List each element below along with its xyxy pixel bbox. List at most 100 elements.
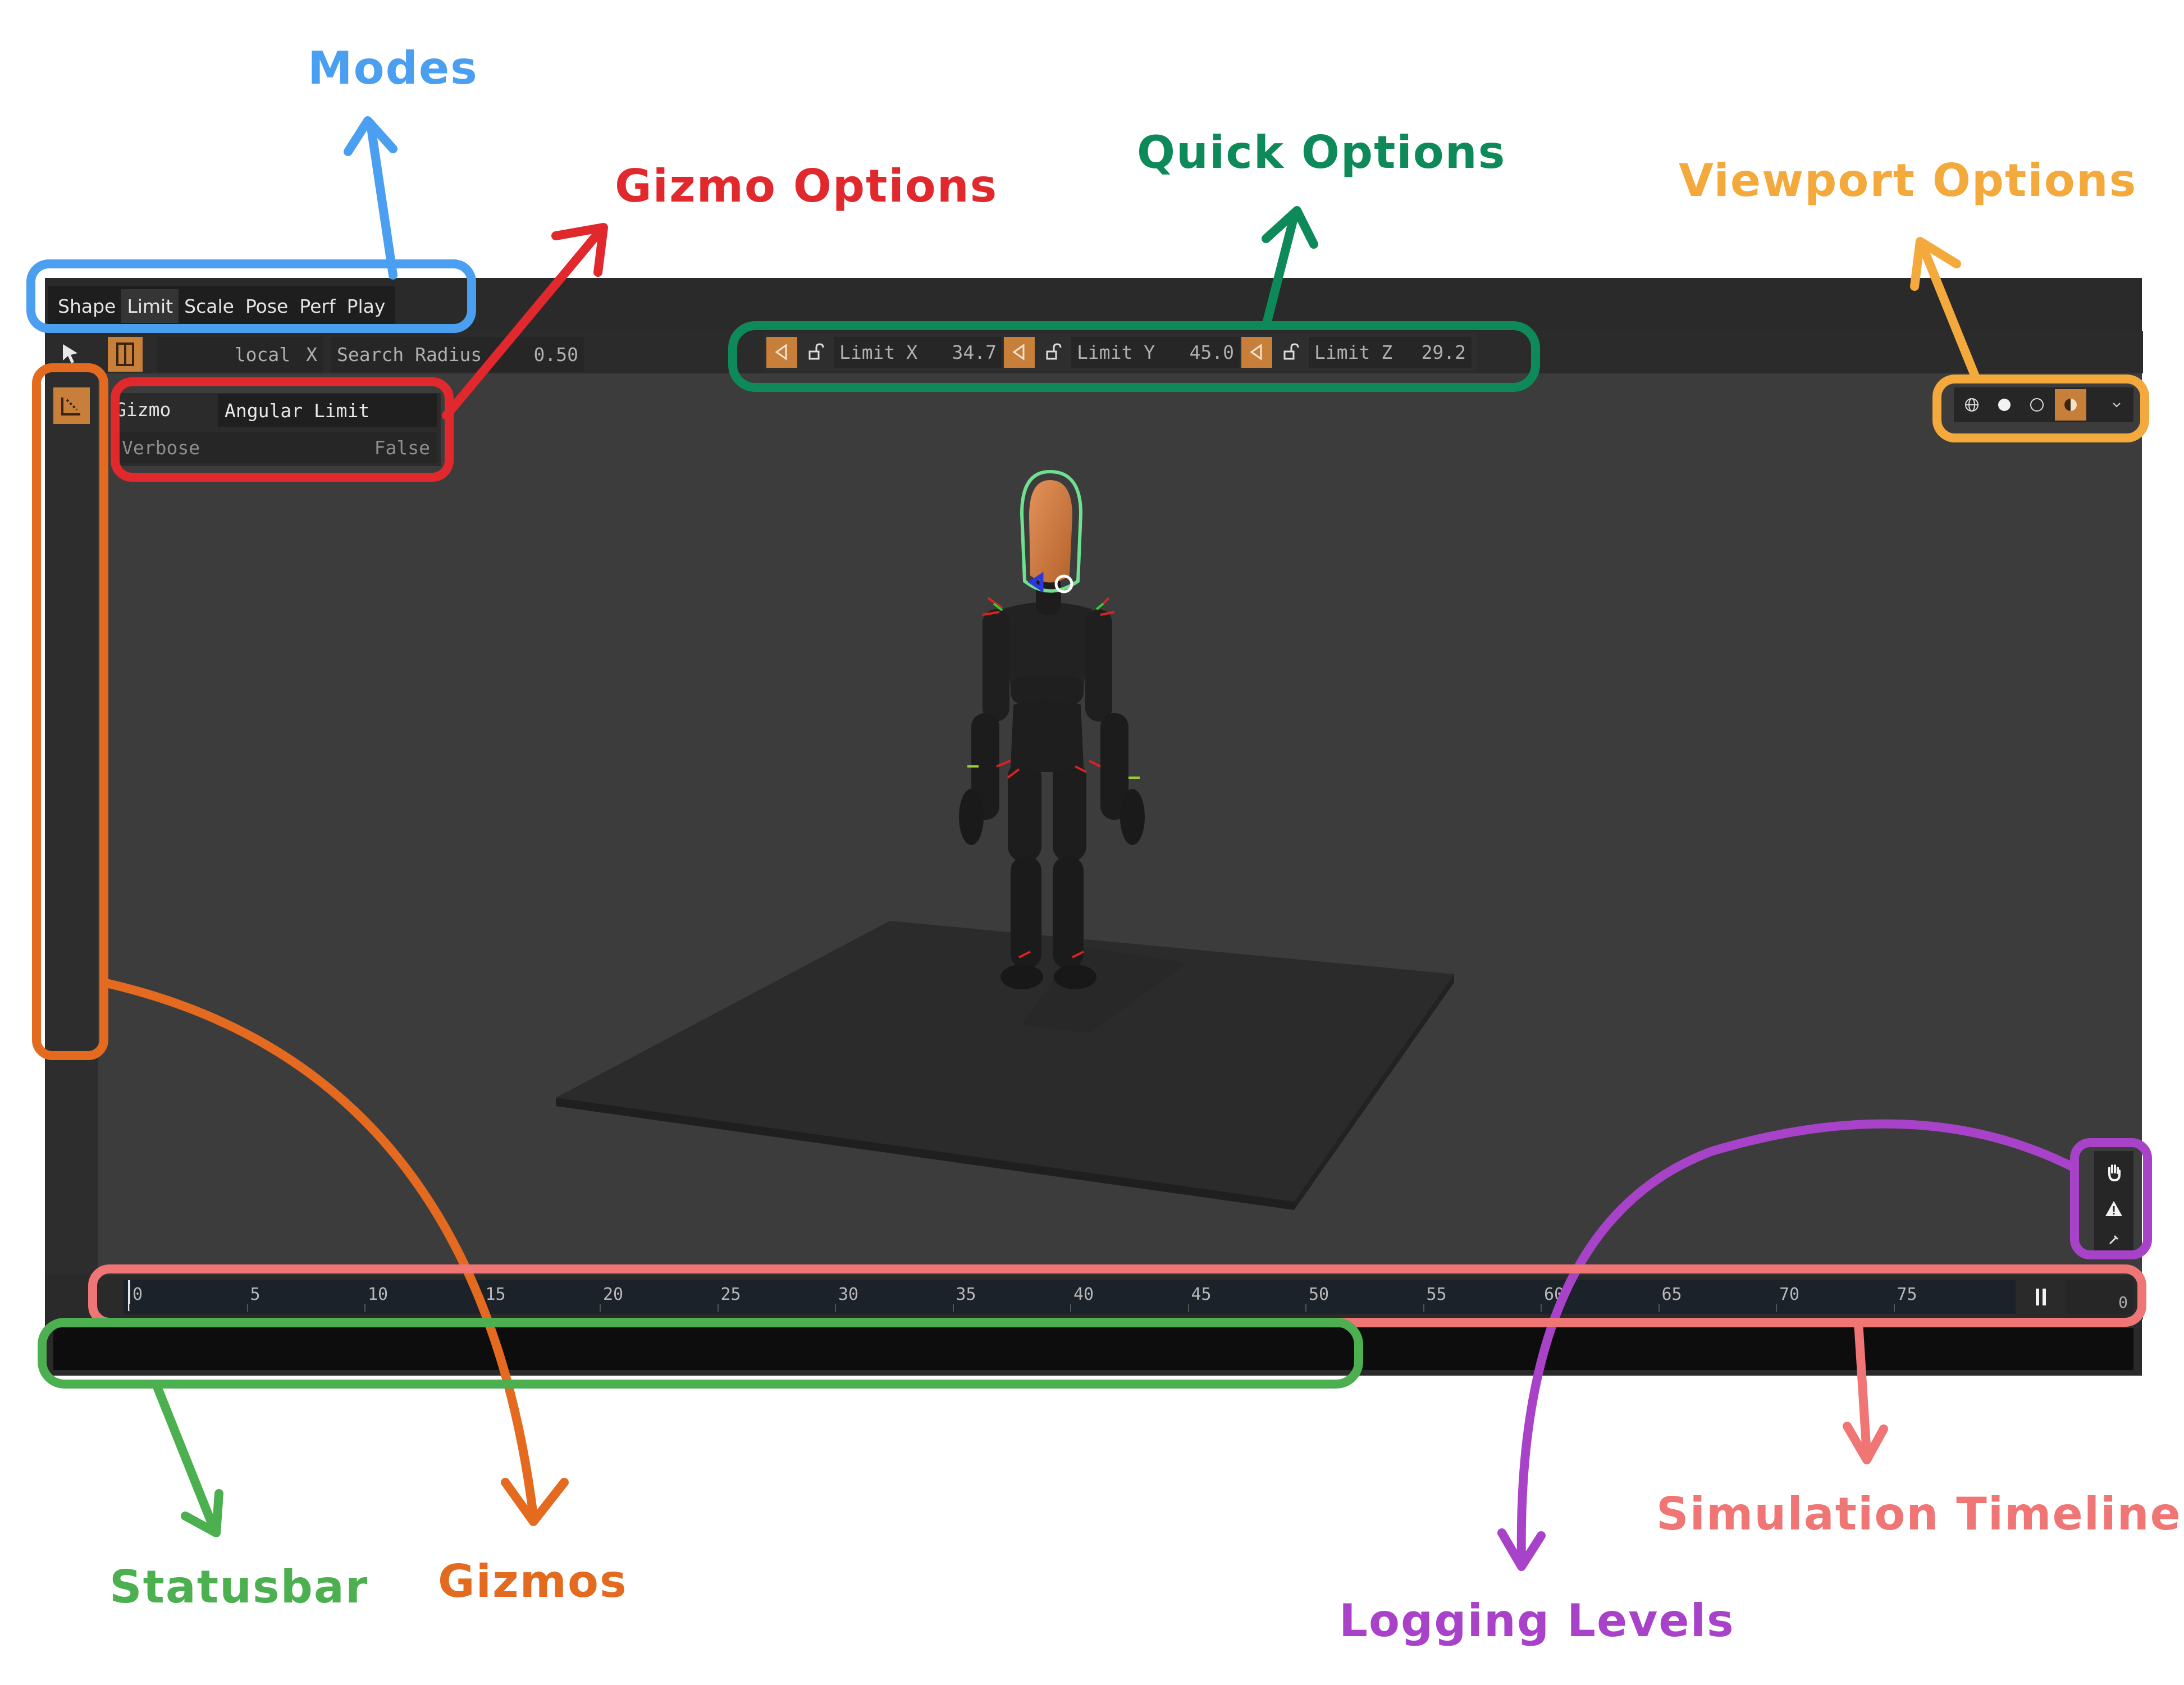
angular-limit-gizmo-button[interactable] xyxy=(53,387,90,424)
timeline-tick-mark xyxy=(1541,1304,1542,1312)
modes-label: Modes xyxy=(308,42,478,94)
hand-icon[interactable] xyxy=(2097,1157,2131,1188)
search-radius-label: Search Radius xyxy=(337,343,482,366)
limit-z-reset-button[interactable] xyxy=(1241,337,1272,368)
mode-shape[interactable]: Shape xyxy=(58,295,116,317)
gizmo-label: Gizmo xyxy=(115,399,171,421)
timeline-tick: 0 xyxy=(132,1285,143,1304)
timeline-tick: 20 xyxy=(603,1285,624,1304)
mode-scale[interactable]: Scale xyxy=(184,295,234,317)
unlock-icon xyxy=(1283,343,1299,360)
unlock-icon xyxy=(1046,343,1062,360)
solid-icon[interactable] xyxy=(1990,390,2019,419)
select-tool-button[interactable] xyxy=(56,340,84,368)
chevron-down-icon[interactable] xyxy=(2100,390,2133,419)
limit-z-lock-button[interactable] xyxy=(1275,337,1306,368)
cursor-arrow-icon xyxy=(63,344,77,363)
mode-bar: Shape Limit Scale Pose Perf Play xyxy=(48,286,396,326)
triangle-left-icon xyxy=(775,344,787,360)
limit-y-label: Limit Y xyxy=(1077,341,1155,363)
search-radius-field[interactable]: Search Radius 0.50 xyxy=(331,337,584,372)
limit-y-reset-button[interactable] xyxy=(1004,337,1035,368)
mannequin-figure[interactable] xyxy=(959,469,1145,989)
timeline-tick-mark xyxy=(129,1304,130,1312)
timeline-tick-mark xyxy=(1070,1304,1071,1312)
limit-z-field[interactable]: Limit Z 29.2 xyxy=(1309,337,1472,368)
mode-perf[interactable]: Perf xyxy=(299,295,336,317)
pause-icon xyxy=(2036,1289,2046,1305)
pause-button[interactable] xyxy=(2021,1280,2060,1314)
gizmos-label: Gizmos xyxy=(438,1555,628,1608)
shaded-icon[interactable] xyxy=(2022,390,2052,419)
limit-z-value: 29.2 xyxy=(1421,341,1466,363)
verbose-toggle[interactable]: Verbose False xyxy=(115,432,437,463)
frame-counter[interactable]: 0 xyxy=(2066,1280,2133,1314)
limit-z-label: Limit Z xyxy=(1314,341,1393,363)
viewport-options-bar xyxy=(1954,387,2133,422)
search-radius-value: 0.50 xyxy=(533,343,578,366)
timeline-tick: 45 xyxy=(1191,1285,1212,1304)
timeline-tick: 75 xyxy=(1897,1285,1917,1304)
simulation-timeline-highlight xyxy=(88,1264,2146,1327)
limit-y-field[interactable]: Limit Y 45.0 xyxy=(1071,337,1240,368)
timeline-tick: 70 xyxy=(1779,1285,1800,1304)
wireframe-icon[interactable] xyxy=(1957,390,1986,419)
limit-x-field[interactable]: Limit X 34.7 xyxy=(834,337,1002,368)
timeline-tick: 10 xyxy=(368,1285,389,1304)
timeline-tick-mark xyxy=(600,1304,601,1312)
limit-x-reset-button[interactable] xyxy=(766,337,797,368)
material-icon[interactable] xyxy=(2055,389,2086,421)
verbose-value: False xyxy=(374,437,430,459)
timeline-tick: 35 xyxy=(956,1285,976,1304)
mode-limit[interactable]: Limit xyxy=(121,289,179,323)
status-bar xyxy=(53,1328,2133,1370)
modes-highlight xyxy=(26,259,476,333)
mode-pose[interactable]: Pose xyxy=(245,295,289,317)
simulation-timeline[interactable] xyxy=(124,1280,2016,1314)
timeline-tick: 40 xyxy=(1073,1285,1094,1304)
timeline-tick-mark xyxy=(1658,1304,1660,1312)
limit-x-label: Limit X xyxy=(839,341,918,363)
timeline-playhead[interactable] xyxy=(128,1280,130,1311)
limit-y-lock-button[interactable] xyxy=(1038,337,1068,368)
floor-platform xyxy=(556,921,1454,1202)
timeline-tick: 65 xyxy=(1661,1285,1682,1304)
tools-icon[interactable] xyxy=(2097,1227,2131,1252)
unlock-icon xyxy=(808,343,824,360)
timeline-tick-mark xyxy=(1776,1304,1777,1312)
angle-gizmo-icon xyxy=(61,398,80,415)
limit-y-value: 45.0 xyxy=(1189,341,1234,363)
mode-play[interactable]: Play xyxy=(346,295,386,317)
gizmo-type-value: Angular Limit xyxy=(225,399,370,422)
timeline-tick: 30 xyxy=(838,1285,859,1304)
timeline-tick: 50 xyxy=(1309,1285,1329,1304)
gizmo-options-highlight xyxy=(111,377,454,482)
gizmo-type-dropdown[interactable]: Angular Limit xyxy=(218,394,437,427)
logging-levels-label: Logging Levels xyxy=(1339,1595,1735,1647)
statusbar-label: Statusbar xyxy=(109,1561,369,1613)
viewport-options-label: Viewport Options xyxy=(1679,154,2137,207)
quick-options-label: Quick Options xyxy=(1137,126,1506,179)
quick-options-highlight xyxy=(728,321,1540,392)
gizmo-toolbar xyxy=(46,371,98,1280)
statusbar-highlight xyxy=(38,1318,1363,1389)
warning-icon[interactable] xyxy=(2097,1193,2131,1224)
timeline-tick-mark xyxy=(1187,1304,1189,1312)
timeline-tick-mark xyxy=(835,1304,836,1312)
timeline-tick: 5 xyxy=(250,1285,261,1304)
gizmos-highlight xyxy=(32,363,108,1060)
timeline-tick: 15 xyxy=(485,1285,506,1304)
timeline-tick-mark xyxy=(1305,1304,1306,1312)
limit-x-lock-button[interactable] xyxy=(800,337,831,368)
viewport-options-highlight xyxy=(1932,375,2149,442)
gizmo-options-label: Gizmo Options xyxy=(615,160,998,212)
panel-icon xyxy=(116,343,134,366)
triangle-left-icon xyxy=(1250,344,1262,360)
timeline-tick-mark xyxy=(717,1304,719,1312)
transform-space-field[interactable]: local X xyxy=(157,337,323,372)
timeline-tick: 55 xyxy=(1426,1285,1447,1304)
triangle-left-icon xyxy=(1012,344,1025,360)
axis-label: X xyxy=(306,343,317,366)
transform-space-toggle[interactable] xyxy=(108,337,143,372)
